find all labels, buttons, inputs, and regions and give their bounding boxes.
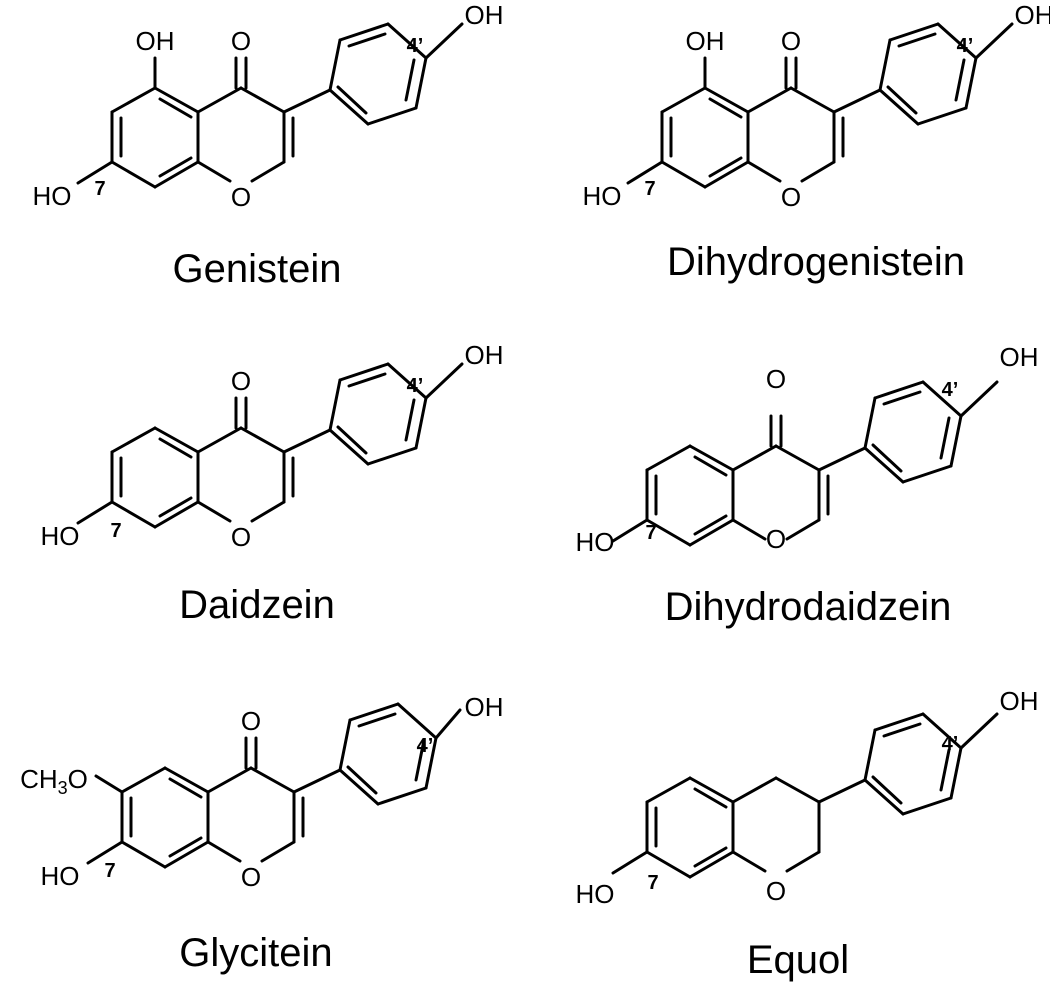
hydroxyl-4prime-label: OH — [1015, 0, 1050, 30]
position-7-locant: 7 — [645, 522, 656, 544]
methoxy-ch-label: CH — [20, 764, 58, 794]
hydroxyl-7-label: HO — [33, 181, 72, 211]
hydroxyl-7-label: HO — [576, 879, 615, 909]
compound-name-daidzein: Daidzein — [179, 583, 335, 627]
dihydrodaidzein-bonds — [611, 380, 999, 547]
hydroxyl-4prime-label: OH — [465, 692, 504, 722]
position-7-locant: 7 — [110, 520, 121, 542]
position-4prime-locant: 4’ — [942, 733, 959, 755]
compound-name-dihydrodaidzein: Dihydrodaidzein — [665, 585, 952, 629]
carbonyl-oxygen-label: O — [766, 364, 786, 394]
ring-oxygen-label: O — [781, 182, 801, 212]
compound-name-glycitein: Glycitein — [179, 931, 332, 975]
methoxy-o-label: O — [68, 764, 88, 794]
hydroxyl-4prime-label: OH — [1000, 686, 1039, 716]
position-4prime-locant: 4’ — [407, 375, 424, 397]
dihydrogenistein-bonds — [626, 22, 1014, 189]
hydroxyl-4prime-label: OH — [1000, 342, 1039, 372]
glycitein-atom-labels: CH3O O OH HO O 7 4’ — [20, 692, 503, 892]
position-7-locant: 7 — [647, 872, 658, 894]
hydroxyl-7-label: HO — [583, 181, 622, 211]
structure-dihydrogenistein: OH O OH HO O 7 4’ Dihydrogenistein — [583, 0, 1050, 284]
equol-bonds — [611, 712, 999, 879]
hydroxyl-4prime-label: OH — [465, 0, 504, 30]
position-4prime-locant: 4’ — [942, 379, 959, 401]
ring-oxygen-label: O — [241, 862, 261, 892]
position-7-locant: 7 — [104, 860, 115, 882]
structure-dihydrodaidzein: O OH HO O 7 4’ Dihydrodaidzein — [576, 342, 1039, 629]
ring-oxygen-label: O — [231, 522, 251, 552]
structure-daidzein: O OH HO O 7 4’ Daidzein — [41, 340, 504, 627]
position-4prime-locant: 4’ — [957, 35, 974, 57]
equol-atom-labels: OH HO O 7 4’ — [576, 686, 1039, 909]
position-7-locant: 7 — [94, 178, 105, 200]
compound-name-genistein: Genistein — [173, 247, 342, 291]
structure-glycitein: CH3O O OH HO O 7 4’ Glycitein — [20, 692, 503, 975]
hydroxyl-4prime-label: OH — [465, 340, 504, 370]
daidzein-atom-labels: O OH HO O 7 4’ — [41, 340, 504, 552]
carbonyl-oxygen-label: O — [231, 366, 251, 396]
position-4prime-locant: 4’ — [407, 35, 424, 57]
methoxy-subscript-3: 3 — [58, 778, 68, 798]
hydroxyl-7-label: HO — [41, 861, 80, 891]
hydroxyl-5-label: OH — [686, 26, 725, 56]
genistein-bonds — [76, 22, 464, 189]
hydroxyl-5-label: OH — [136, 26, 175, 56]
position-4prime-locant: 4’ — [417, 735, 434, 757]
position-7-locant: 7 — [644, 178, 655, 200]
ring-oxygen-label: O — [766, 524, 786, 554]
ring-oxygen-label: O — [231, 182, 251, 212]
methoxy-label: CH3O — [20, 764, 88, 798]
genistein-atom-labels: OH O OH HO O 7 4’ — [33, 0, 504, 212]
carbonyl-oxygen-label: O — [781, 26, 801, 56]
structure-genistein: OH O OH HO O 7 4’ Genistein — [33, 0, 504, 291]
compound-name-dihydrogenistein: Dihydrogenistein — [667, 240, 965, 284]
carbonyl-oxygen-label: O — [231, 26, 251, 56]
dihydrogenistein-atom-labels: OH O OH HO O 7 4’ — [583, 0, 1050, 212]
ring-oxygen-label: O — [766, 876, 786, 906]
dihydrodaidzein-atom-labels: O OH HO O 7 4’ — [576, 342, 1039, 557]
glycitein-bonds — [86, 702, 462, 869]
hydroxyl-7-label: HO — [41, 521, 80, 551]
hydroxyl-7-label: HO — [576, 527, 615, 557]
compound-name-equol: Equol — [747, 938, 849, 982]
daidzein-bonds — [76, 362, 464, 529]
carbonyl-oxygen-label: O — [241, 706, 261, 736]
structure-equol: OH HO O 7 4’ Equol — [576, 686, 1039, 982]
